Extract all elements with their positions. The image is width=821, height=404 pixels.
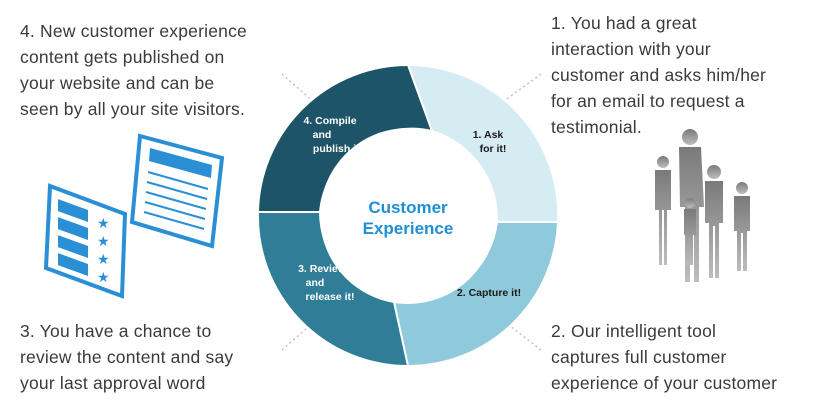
segment-review-label: 3. Review	[298, 263, 347, 275]
step4-line: content gets published on	[20, 47, 225, 67]
svg-text:★: ★	[97, 252, 110, 268]
step1-line: testimonial.	[551, 117, 642, 137]
step2-line: experience of your customer	[551, 373, 778, 393]
segment-review-label: release it!	[305, 291, 354, 303]
document-icon	[129, 133, 225, 249]
segment-ask-label: 1. Ask	[473, 129, 504, 141]
people-silhouette-icon	[655, 129, 750, 282]
svg-text:★: ★	[97, 270, 110, 286]
step4-line: 4. New customer experience	[20, 21, 247, 41]
step1-description: 1. You had a great interaction with your…	[551, 10, 811, 140]
segment-review-label: and	[306, 277, 325, 289]
step3-line: review the content and say	[20, 347, 234, 367]
step1-line: interaction with your	[551, 39, 711, 59]
step2-line: captures full customer	[551, 347, 727, 367]
center-circle	[320, 128, 496, 304]
step3-line: your last approval word	[20, 373, 206, 393]
step1-line: customer and asks him/her	[551, 65, 767, 85]
svg-text:★: ★	[97, 216, 110, 232]
segment-compile-label: publish it!	[313, 143, 363, 155]
segment-compile-label: 4. Compile	[303, 115, 356, 127]
center-title-line1: Customer	[368, 198, 448, 217]
step2-line: 2. Our intelligent tool	[551, 321, 717, 341]
step3-description: 3. You have a chance to review the conte…	[20, 318, 280, 396]
step3-line: 3. You have a chance to	[20, 321, 212, 341]
center-title-line2: Experience	[363, 219, 454, 238]
segment-ask-label: for it!	[480, 143, 507, 155]
step2-description: 2. Our intelligent tool captures full cu…	[551, 318, 816, 396]
step4-line: your website and can be	[20, 73, 215, 93]
leader-line-step1	[499, 73, 542, 105]
svg-text:★: ★	[97, 234, 110, 250]
step1-line: for an email to request a	[551, 91, 745, 111]
segment-capture-label: 2. Capture it!	[457, 287, 521, 299]
step4-line: seen by all your site visitors.	[20, 99, 246, 119]
segment-compile-label: and	[313, 129, 332, 141]
step4-description: 4. New customer experience content gets …	[20, 18, 270, 122]
step1-line: 1. You had a great	[551, 13, 697, 33]
checklist-icon: ★ ★ ★ ★	[43, 183, 128, 299]
leader-lines	[281, 73, 542, 351]
